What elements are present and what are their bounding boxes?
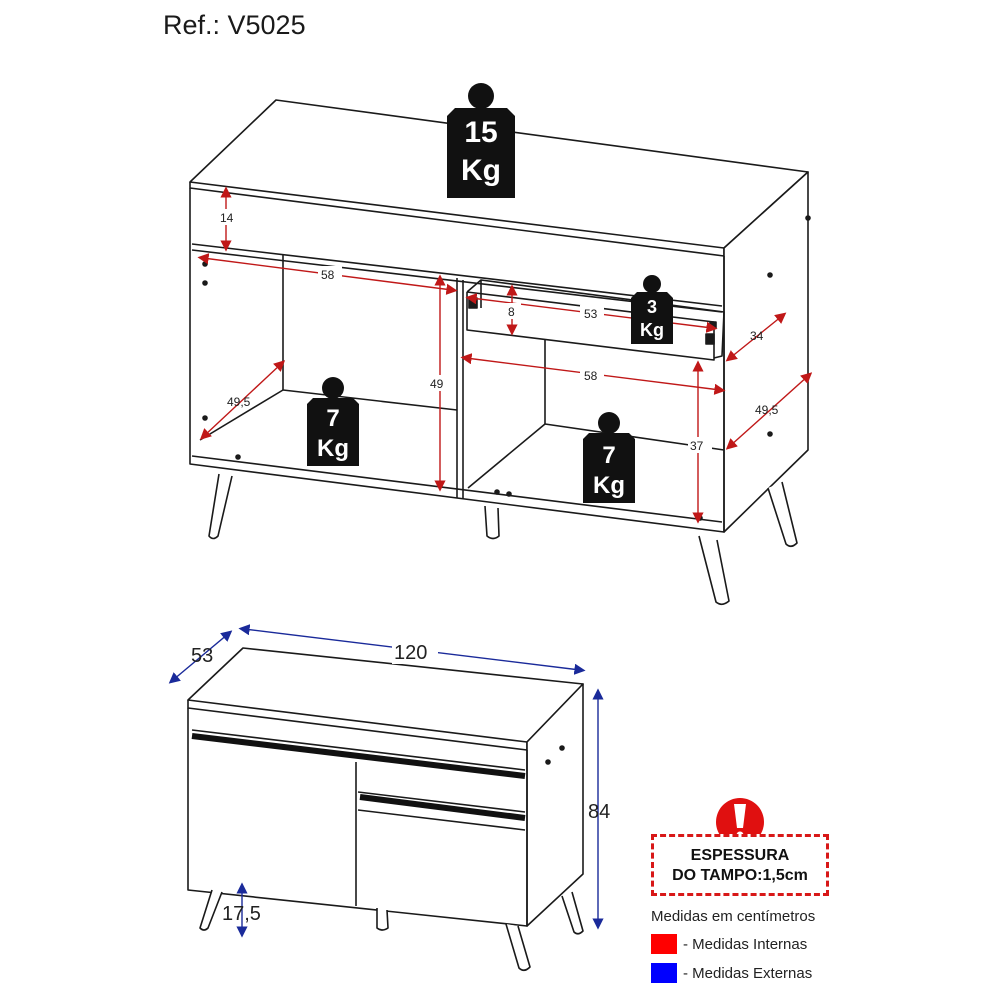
- external-dimension-labels: 53 120 84 17,5: [191, 640, 610, 925]
- weight-drawer-unit: Kg: [640, 320, 664, 340]
- weight-left-unit: Kg: [317, 435, 349, 462]
- dim-drawer-width: 53: [584, 307, 598, 321]
- legend-internal-swatch: [651, 934, 677, 954]
- legend-external-swatch: [651, 963, 677, 983]
- dim-drawer-depth: 34: [750, 329, 764, 343]
- internal-dimension-labels: 14 58 49,5 49 8 53 34 58 49,5 37: [214, 209, 779, 453]
- legend-external: - Medidas Externas: [651, 963, 812, 983]
- dim-left-height: 49: [430, 377, 444, 391]
- dim-right-width: 58: [584, 369, 598, 383]
- weight-tag-top: 15 Kg: [447, 83, 515, 198]
- handle-bars: [191, 733, 526, 821]
- legend-internal: - Medidas Internas: [651, 934, 807, 954]
- weight-drawer-value: 3: [647, 297, 657, 317]
- dim-top-niche: 14: [220, 211, 234, 225]
- dim-drawer-height: 8: [508, 305, 515, 319]
- legend-external-label: - Medidas Externas: [683, 964, 813, 982]
- reference-code: Ref.: V5025: [163, 10, 306, 40]
- dim-leg-height: 17,5: [222, 903, 261, 925]
- weight-top-value: 15: [464, 116, 497, 149]
- dim-left-depth: 49,5: [227, 395, 251, 409]
- dim-right-depth: 49,5: [755, 403, 779, 417]
- tabletop-thickness-notice: ESPESSURA DO TAMPO:1,5cm: [651, 834, 829, 896]
- weight-right-unit: Kg: [593, 472, 625, 499]
- dim-external-depth: 53: [191, 645, 213, 667]
- dim-external-height: 84: [588, 801, 610, 823]
- weight-tag-drawer: 3 Kg: [631, 275, 673, 344]
- legend-internal-label: - Medidas Internas: [683, 935, 808, 953]
- legend-title: Medidas em centímetros: [651, 908, 816, 925]
- dim-left-width: 58: [321, 268, 335, 282]
- weight-tag-left-shelf: 7 Kg: [307, 377, 359, 466]
- weight-tag-right-shelf: 7 Kg: [583, 412, 635, 503]
- notice-line-1: ESPESSURA: [690, 847, 790, 864]
- weight-right-value: 7: [602, 442, 615, 469]
- dim-right-height: 37: [690, 439, 704, 453]
- dim-external-width: 120: [394, 642, 427, 664]
- notice-line-2: DO TAMPO:1,5cm: [672, 867, 808, 884]
- weight-top-unit: Kg: [461, 154, 501, 187]
- weight-left-value: 7: [326, 405, 339, 432]
